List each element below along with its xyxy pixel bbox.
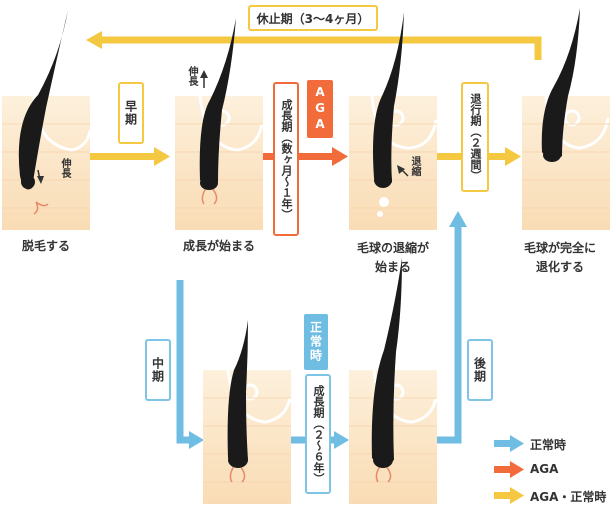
stage-caption-1: 脱毛する — [21, 239, 70, 253]
stretch-annotation-1: 伸長 — [59, 158, 70, 178]
skin-panel-1 — [2, 10, 92, 230]
skin-panel-2 — [175, 18, 264, 230]
rest-loop-arrow — [86, 31, 542, 60]
phase-growth-normal: 成長期（２〜６年） — [305, 374, 331, 494]
rest-phase-label: 休止期（3〜4ヶ月） — [248, 5, 378, 31]
skin-panel-3 — [349, 12, 438, 230]
legend-normal: 正常時 — [530, 438, 567, 452]
arrow-s1-s2 — [88, 147, 170, 166]
skin-panel-6 — [349, 258, 438, 504]
aga-tag: AGA — [307, 80, 333, 138]
shrink-arrow-1 — [37, 169, 44, 184]
stretch-annotation-2: 伸長 — [186, 66, 197, 86]
phase-late: 後期 — [467, 339, 493, 401]
phase-regression: 退行期（２週間） — [461, 82, 489, 192]
phase-growth-aga: 成長期（数ヶ月〜１年） — [273, 82, 299, 236]
stage-caption-3: 毛球の退縮が 始まる — [356, 241, 429, 274]
skin-panel-5 — [203, 320, 292, 504]
phase-middle: 中期 — [145, 339, 171, 401]
stage-caption-4: 毛球が完全に 退化する — [523, 241, 596, 274]
legend-arrows — [494, 435, 524, 504]
phase-early: 早期 — [118, 82, 144, 144]
skin-panel-4 — [522, 8, 610, 230]
shrink-annotation: 退縮 — [409, 156, 420, 176]
legend-both: AGA・正常時 — [530, 490, 607, 504]
stage-caption-2: 成長が始まる — [182, 239, 255, 253]
legend-aga: AGA — [530, 462, 559, 476]
normal-tag: 正常時 — [304, 314, 328, 370]
